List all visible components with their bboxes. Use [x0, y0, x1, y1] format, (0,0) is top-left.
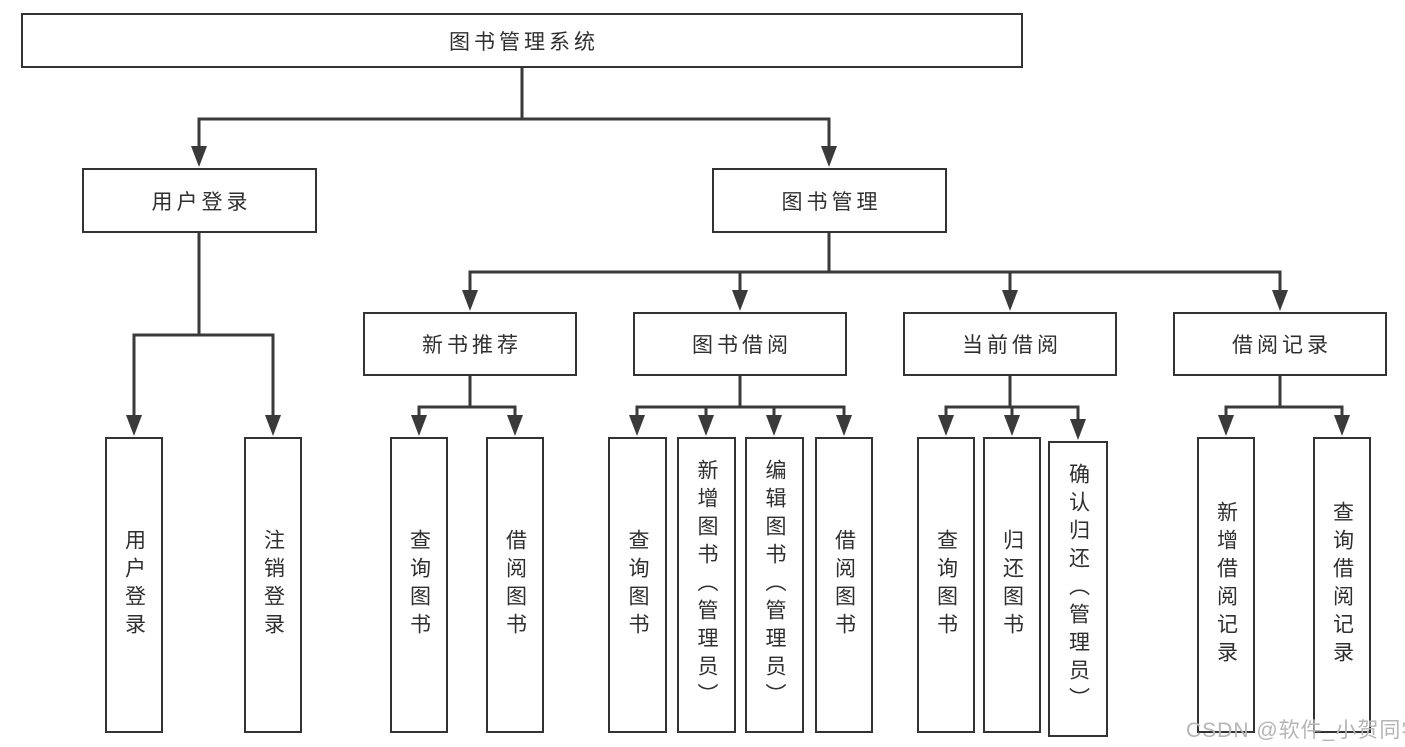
arrowhead-leaf-new-book-2 — [507, 415, 523, 436]
leaf-borrow-books-label: 借阅图书 — [832, 529, 856, 641]
arrowhead-leaf-book-borrow-2 — [698, 415, 714, 436]
node-borrow-records-label: 借阅记录 — [1232, 334, 1332, 357]
leaf-borrow-books: 借阅图书 — [815, 437, 873, 733]
arrowhead-book-borrow — [732, 290, 748, 311]
leaf-user-login: 用户登录 — [105, 437, 163, 733]
leaf-add-borrow-record-label: 新增借阅记录 — [1214, 501, 1238, 669]
leaf-current-query-books: 查询图书 — [917, 437, 975, 733]
node-borrow-records: 借阅记录 — [1173, 312, 1387, 376]
node-new-book-recommend: 新书推荐 — [363, 312, 577, 376]
leaf-current-query-books-label: 查询图书 — [934, 529, 958, 641]
leaf-edit-books-admin: 编辑图书（管理员） — [745, 437, 804, 733]
node-book-management: 图书管理 — [712, 168, 947, 233]
node-book-borrow: 图书借阅 — [633, 312, 847, 376]
leaf-user-login-label: 用户登录 — [122, 529, 146, 641]
arrowhead-new-book — [462, 290, 478, 311]
arrowhead-book-mgmt — [821, 146, 837, 167]
arrowhead-current-borrow — [1002, 290, 1018, 311]
leaf-newbook-borrow-books: 借阅图书 — [486, 437, 544, 733]
arrowhead-borrow-records — [1272, 290, 1288, 311]
leaf-add-borrow-record: 新增借阅记录 — [1197, 437, 1255, 733]
arrowhead-leaf-user-login-2 — [265, 415, 281, 436]
arrowhead-leaf-book-borrow-1 — [629, 415, 645, 436]
leaf-query-borrow-record: 查询借阅记录 — [1313, 437, 1371, 733]
node-user-login: 用户登录 — [82, 168, 317, 233]
arrowhead-leaf-current-borrow-2 — [1004, 415, 1020, 436]
node-new-book-recommend-label: 新书推荐 — [422, 334, 522, 357]
leaf-logout: 注销登录 — [244, 437, 302, 733]
node-user-login-label: 用户登录 — [151, 190, 252, 214]
csdn-watermark: CSDN @软件_小贺同学 — [1186, 719, 1405, 742]
node-book-management-label: 图书管理 — [781, 190, 882, 214]
leaf-confirm-return-admin: 确认归还（管理员） — [1048, 441, 1108, 737]
node-book-borrow-label: 图书借阅 — [692, 334, 792, 357]
arrowhead-leaf-current-borrow-1 — [938, 415, 954, 436]
arrowhead-leaf-borrow-records-2 — [1334, 415, 1350, 436]
node-current-borrow-label: 当前借阅 — [962, 334, 1062, 357]
leaf-return-books: 归还图书 — [983, 437, 1041, 733]
leaf-newbook-borrow-books-label: 借阅图书 — [503, 529, 527, 641]
leaf-newbook-query-books: 查询图书 — [390, 437, 448, 733]
leaf-query-borrow-record-label: 查询借阅记录 — [1330, 501, 1354, 669]
arrowhead-leaf-book-borrow-4 — [836, 415, 852, 436]
arrowhead-leaf-new-book-1 — [411, 415, 427, 436]
leaf-add-books-admin-label: 新增图书（管理员） — [695, 459, 718, 711]
arrowhead-leaf-user-login-1 — [126, 415, 142, 436]
leaf-logout-label: 注销登录 — [261, 529, 285, 641]
leaf-newbook-query-books-label: 查询图书 — [407, 529, 431, 641]
leaf-borrow-query-books: 查询图书 — [608, 437, 667, 733]
arrowhead-user-login — [191, 146, 207, 167]
arrowhead-leaf-current-borrow-3 — [1070, 419, 1086, 440]
node-root-system: 图书管理系统 — [21, 13, 1023, 68]
arrowhead-leaf-book-borrow-3 — [766, 415, 782, 436]
leaf-edit-books-admin-label: 编辑图书（管理员） — [763, 459, 786, 711]
node-root-system-label: 图书管理系统 — [449, 30, 599, 54]
leaf-add-books-admin: 新增图书（管理员） — [677, 437, 736, 733]
leaf-return-books-label: 归还图书 — [1000, 529, 1024, 641]
leaf-confirm-return-admin-label: 确认归还（管理员） — [1066, 463, 1090, 715]
arrowhead-leaf-borrow-records-1 — [1218, 415, 1234, 436]
leaf-borrow-query-books-label: 查询图书 — [626, 529, 649, 641]
node-current-borrow: 当前借阅 — [903, 312, 1117, 376]
